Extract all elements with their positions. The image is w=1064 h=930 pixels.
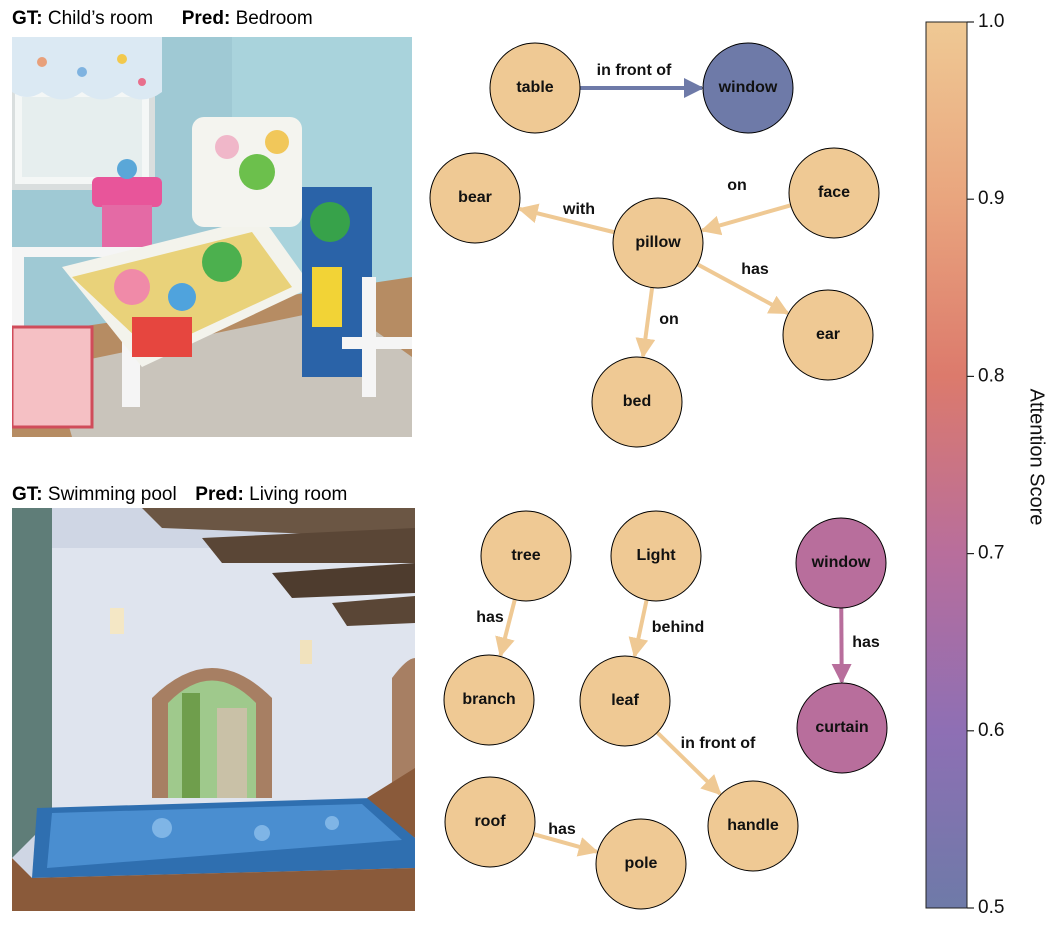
node-label-curtain: curtain — [815, 719, 868, 736]
node-ear — [782, 289, 874, 381]
edge-pillow-ear — [696, 262, 790, 315]
edge-label: with — [562, 201, 595, 218]
edge-label: on — [659, 311, 679, 328]
node-label-pole: pole — [625, 855, 658, 872]
node-pole — [595, 818, 687, 910]
edge-label: behind — [652, 619, 704, 636]
node-curtain — [796, 682, 888, 774]
node-label-bear: bear — [458, 189, 492, 206]
pred-label: Living room — [249, 484, 348, 505]
edge-label: has — [741, 261, 769, 278]
node-label-pillow: pillow — [635, 234, 681, 251]
node-label-leaf: leaf — [611, 692, 639, 709]
edge-face-pillow — [700, 203, 792, 236]
edge-light-leaf — [628, 599, 649, 658]
node-label-handle: handle — [727, 817, 779, 834]
node-bear — [429, 152, 521, 244]
node-label-ear: ear — [816, 326, 840, 343]
node-label-branch: branch — [462, 691, 515, 708]
node-pillow — [612, 197, 704, 289]
node-light — [610, 510, 702, 602]
colorbar-tick-label: 1.0 — [978, 11, 1004, 32]
gt-label: Child’s room — [47, 8, 154, 29]
node-window2 — [795, 517, 887, 609]
bedroom-illustration — [12, 37, 412, 437]
edge-label: in front of — [597, 62, 672, 79]
gt-prefix: GT: — [12, 484, 43, 505]
edge-label: has — [548, 821, 576, 838]
pool-photo — [12, 508, 415, 911]
gt-label: Swimming pool — [47, 484, 177, 505]
pred-label: Bedroom — [235, 8, 313, 29]
edge-pillow-bed — [635, 287, 656, 359]
panel-1-caption: GT: Child’s room Pred: Bedroom — [12, 8, 313, 30]
node-branch — [443, 654, 535, 746]
pred-prefix: Pred: — [195, 484, 244, 505]
edge-label: has — [852, 634, 880, 651]
node-label-tree: tree — [511, 547, 540, 564]
node-tree — [480, 510, 572, 602]
node-label-light: Light — [636, 547, 676, 564]
node-label-table: table — [516, 79, 553, 96]
colorbar-tick-label: 0.5 — [978, 897, 1004, 918]
colorbar-tick-label: 0.8 — [978, 365, 1004, 386]
bedroom-photo — [12, 37, 412, 437]
node-leaf — [579, 655, 671, 747]
pred-prefix: Pred: — [181, 8, 231, 29]
node-label-window: window — [718, 79, 778, 96]
node-label-bed: bed — [623, 393, 651, 410]
panel-2-caption: GT: Swimming pool Pred: Living room — [12, 484, 347, 506]
node-table — [489, 42, 581, 134]
colorbar-tick-label: 0.6 — [978, 720, 1004, 741]
node-label-window2: window — [811, 554, 871, 571]
node-roof — [444, 776, 536, 868]
colorbar-tick-label: 0.7 — [978, 543, 1004, 564]
node-bed — [591, 356, 683, 448]
gt-prefix: GT: — [12, 8, 43, 29]
edge-pillow-bear — [517, 203, 615, 235]
colorbar — [925, 21, 968, 909]
edge-label: in front of — [681, 735, 756, 752]
node-handle — [707, 780, 799, 872]
pool-illustration — [12, 508, 415, 911]
edge-label: on — [727, 177, 747, 194]
edge-tree-branch — [495, 599, 517, 658]
colorbar-tick-label: 0.9 — [978, 188, 1004, 209]
edge-roof-pole — [532, 832, 599, 857]
colorbar-title: Attention Score — [1026, 389, 1048, 526]
node-label-roof: roof — [474, 813, 506, 830]
node-window — [702, 42, 794, 134]
edge-label: has — [476, 609, 504, 626]
node-label-face: face — [818, 184, 850, 201]
node-face — [788, 147, 880, 239]
edge-leaf-handle — [655, 731, 722, 796]
